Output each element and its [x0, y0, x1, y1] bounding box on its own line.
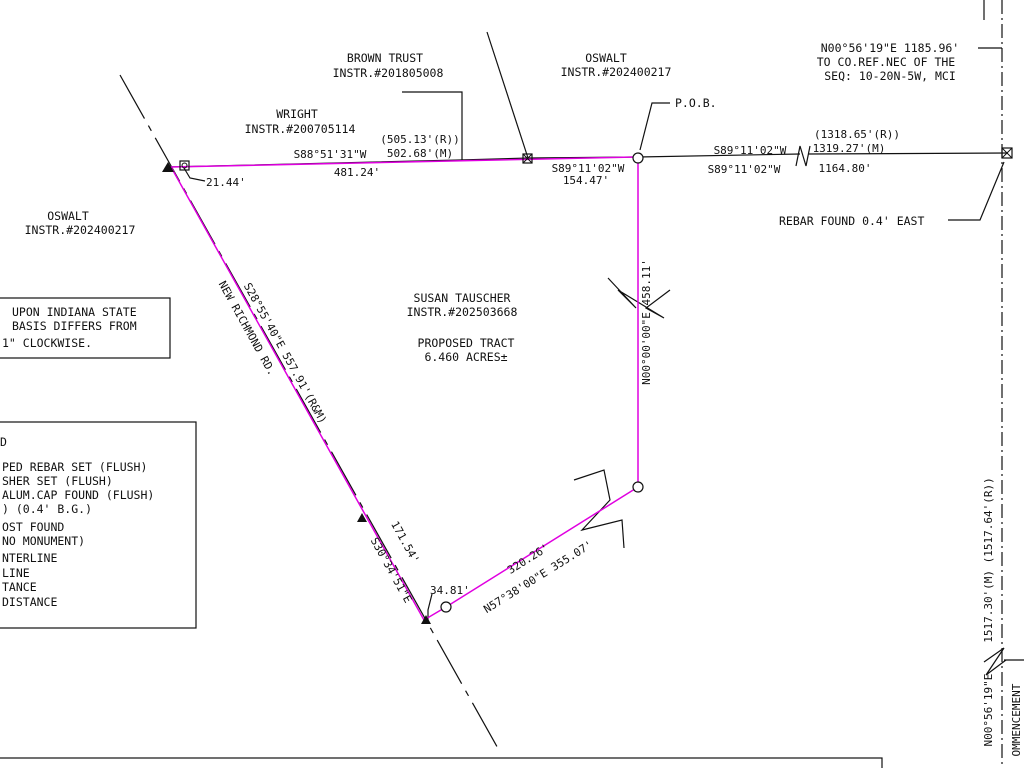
z-break-south: [573, 469, 625, 549]
rebar-note: REBAR FOUND 0.4' EAST: [779, 214, 924, 228]
oswalt-north-instr: INSTR.#202400217: [561, 65, 672, 79]
legend-item: PED REBAR SET (FLUSH): [2, 460, 147, 474]
small-distance-leader: [427, 593, 433, 620]
north-line-east-a: [637, 153, 801, 158]
north-line-east-b: [807, 152, 1009, 155]
basis-line-1: UPON INDIANA STATE: [12, 305, 137, 319]
legend-item: DISTANCE: [2, 595, 57, 609]
legend-item: D: [0, 435, 7, 449]
legend-item: ) (0.4' B.G.): [2, 502, 92, 516]
legend-item: OST FOUND: [2, 520, 64, 534]
legend-item: NTERLINE: [2, 551, 57, 565]
monument-square-ne: [1001, 147, 1013, 159]
monument-south: [440, 601, 452, 613]
legend-item: LINE: [2, 566, 30, 580]
basis-note-box: [0, 297, 171, 359]
north-deed-record: (505.13'(R)): [380, 133, 459, 146]
brown-oswalt-boundary: [486, 31, 529, 159]
north-east-distance: 154.47': [563, 174, 609, 187]
brown-trust-leader: [402, 91, 463, 160]
east-measured: 1319.27'(M): [813, 142, 886, 155]
monument-square-nw-dot: [181, 162, 188, 169]
monuments: [162, 147, 1013, 624]
brown-trust-name: BROWN TRUST: [347, 51, 423, 65]
brown-trust-instr: INSTR.#201805008: [333, 66, 444, 80]
north-deed-measured: 502.68'(M): [387, 147, 453, 160]
reference-line3: SEQ: 10-20N-5W, MCI: [824, 69, 956, 83]
small-distance: 34.81': [430, 584, 470, 597]
legend-item: NO MONUMENT): [2, 534, 85, 548]
monument-square-ne-x2: [1001, 147, 1013, 159]
tauscher-instr: INSTR.#202503668: [407, 305, 518, 319]
offset-leader: [183, 167, 206, 182]
tauscher-name: SUSAN TAUSCHER: [414, 291, 511, 305]
title-block-edge: [0, 757, 883, 768]
legend-item: SHER SET (FLUSH): [2, 474, 113, 488]
proposed-tract-boundary: [169, 156, 639, 622]
monument-square-north: [522, 153, 533, 164]
wright-instr: INSTR.#200705114: [245, 122, 356, 136]
reference-line2: TO CO.REF.NEC OF THE: [817, 55, 956, 69]
corner-offset: 21.44': [206, 176, 246, 189]
monument-square-nw: [179, 160, 190, 171]
basis-line-2: BASIS DIFFERS FROM: [12, 319, 137, 333]
north-east-bearing: S89°11'02"W: [552, 162, 625, 175]
tract-title: PROPOSED TRACT: [418, 336, 515, 350]
east-side-call: N00°00'00"E 458.11': [640, 259, 653, 385]
monument-triangle-sw: [421, 615, 431, 624]
z-break-east: [607, 277, 671, 319]
wright-name: WRIGHT: [276, 107, 318, 121]
legend-item: TANCE: [2, 580, 37, 594]
reference-bearing: N00°56'19"E 1185.96': [821, 41, 959, 55]
east-boundary-bearing: N00°56'19"E: [982, 674, 995, 747]
oswalt-west-instr: INSTR.#202400217: [25, 223, 136, 237]
oswalt-west-name: OSWALT: [47, 209, 89, 223]
oswalt-north-name: OSWALT: [585, 51, 627, 65]
basis-line-3: 1" CLOCKWISE.: [2, 336, 92, 350]
pob-label: P.O.B.: [675, 96, 717, 110]
north-tract-distance: 481.24': [334, 166, 380, 179]
legend-item: ALUM.CAP FOUND (FLUSH): [2, 488, 154, 502]
monument-triangle-nw: [162, 162, 174, 172]
east-boundary-call: 1517.30'(M) (1517.64'(R)): [982, 477, 995, 643]
east-record: (1318.65'(R)): [814, 128, 900, 141]
road-south-distance: 171.54': [388, 519, 422, 566]
east-line-bearing-2: S89°11'02"W: [708, 163, 781, 176]
east-distance: 1164.80': [819, 162, 872, 175]
tract-area: 6.460 ACRES±: [424, 350, 507, 364]
legend-box: [0, 421, 197, 629]
monument-square-north-x2: [522, 153, 533, 164]
road-centerline: [119, 74, 501, 753]
legend-list: D PED REBAR SET (FLUSH) SHER SET (FLUSH)…: [0, 435, 154, 609]
line-break-symbol: [795, 145, 811, 167]
pob-monument: [632, 152, 644, 164]
monument-se: [632, 481, 644, 493]
east-break-symbol: [983, 647, 1007, 676]
rebar-leader: [948, 161, 1005, 221]
pob-leader: [639, 102, 670, 151]
east-edge-text: OMMENCEMENT: [1010, 683, 1023, 756]
monument-triangle-road: [357, 513, 367, 522]
east-line-bearing-1: S89°11'02"W: [714, 144, 787, 157]
north-bearing: S88°51'31"W: [294, 148, 367, 161]
